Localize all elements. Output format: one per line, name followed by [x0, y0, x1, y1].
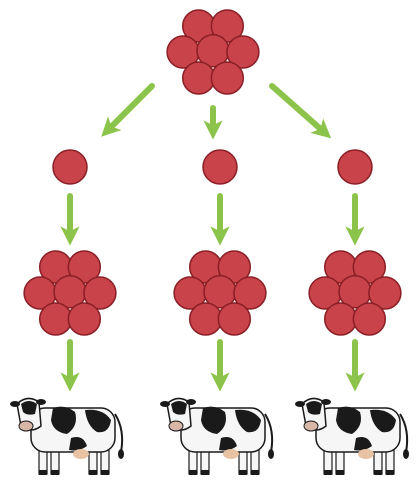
grown-embryo-1	[23, 250, 117, 336]
embryo-cell	[368, 276, 402, 310]
embryo-cell	[352, 302, 387, 336]
embryo-cell	[226, 35, 260, 69]
grown-embryo-3	[308, 250, 402, 336]
embryo-cell	[188, 302, 223, 336]
embryo-cell	[210, 61, 245, 95]
cells-layer	[23, 9, 402, 336]
embryo-cell	[233, 276, 267, 310]
single-cell-2	[202, 149, 238, 185]
embryo-cell	[38, 302, 73, 336]
single-cell-icon	[52, 149, 88, 185]
cow-2-icon	[160, 397, 274, 475]
grown-embryo-2	[173, 250, 267, 336]
cows-layer	[10, 397, 409, 475]
embryo-cell	[323, 302, 358, 336]
cow-3-icon	[295, 397, 409, 475]
top-embryo	[166, 9, 260, 95]
embryo-cell	[181, 61, 216, 95]
single-cell-icon	[202, 149, 238, 185]
embryo-cell	[83, 276, 117, 310]
embryo-cell	[67, 302, 102, 336]
split-arrow-right	[269, 83, 332, 139]
cow-1-icon	[10, 397, 124, 475]
embryo-cell	[217, 302, 252, 336]
single-cell-icon	[337, 149, 373, 185]
split-arrow-left	[101, 83, 155, 137]
single-cell-1	[52, 149, 88, 185]
single-cell-3	[337, 149, 373, 185]
arrows-layer	[60, 83, 365, 392]
